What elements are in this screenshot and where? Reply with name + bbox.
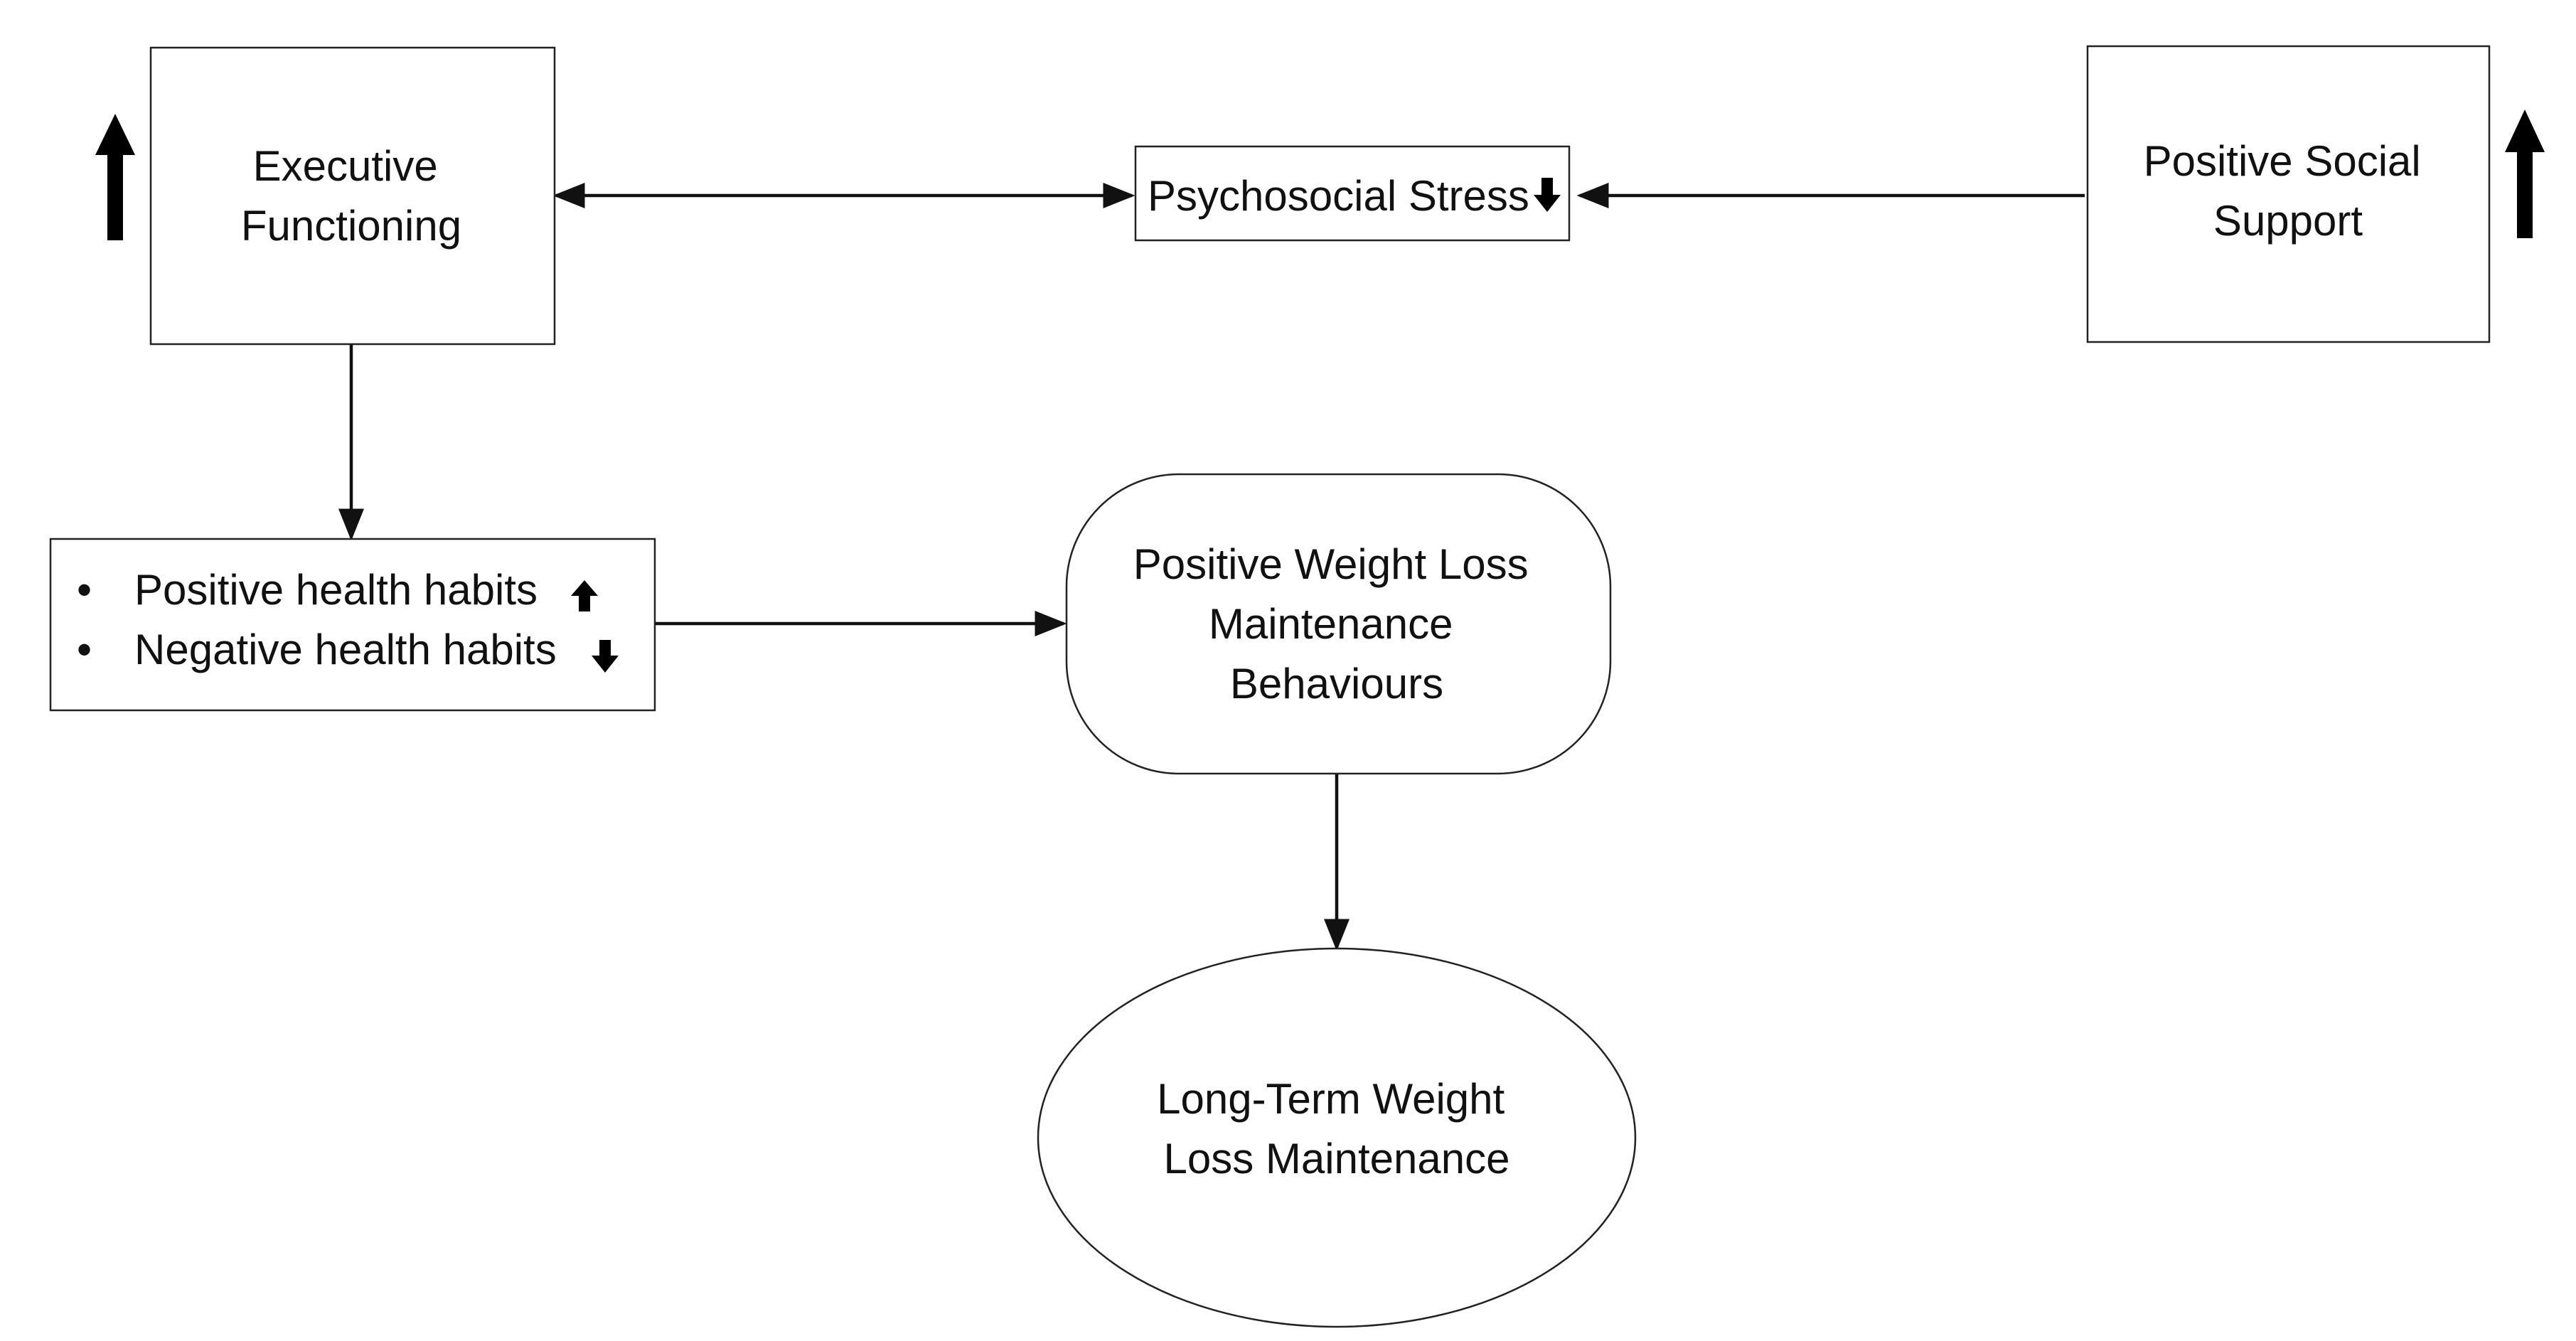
- svg-text:Positive Weight Loss Mai: Positive Weight Loss Maintenance Behavio…: [1133, 540, 1541, 707]
- increase-arrow-icon: [571, 580, 598, 611]
- psychosocial-stress-label: Psychosocial Stress: [1148, 172, 1529, 220]
- executive-functioning-line-1: Executive: [253, 142, 438, 190]
- increase-arrow-icon: [95, 114, 135, 240]
- node-long-term-wlm: Long-Term Weight Loss Maintenance: [1037, 947, 1637, 1328]
- positive-social-support-line-1: Positive Social: [2144, 137, 2421, 185]
- habit-bullet: •: [77, 566, 92, 614]
- node-positive-wlm-behaviours: Positive Weight Loss Maintenance Behavio…: [1065, 473, 1612, 775]
- svg-text:Positive Social Support: Positive Social Support: [2144, 137, 2433, 245]
- long-term-line-1: Long-Term Weight: [1157, 1075, 1505, 1123]
- node-psychosocial-stress: Psychosocial Stress: [1134, 145, 1571, 242]
- negative-health-habits-label: Negative health habits: [134, 626, 557, 673]
- decrease-arrow-icon: [1534, 178, 1561, 212]
- behaviours-line-3: Behaviours: [1230, 660, 1443, 707]
- positive-social-support-line-2: Support: [2213, 197, 2363, 245]
- behaviours-line-1: Positive Weight Loss: [1133, 540, 1529, 588]
- decrease-arrow-icon: [592, 640, 619, 673]
- increase-arrow-icon: [2505, 109, 2545, 238]
- executive-functioning-line-2: Functioning: [241, 202, 461, 250]
- behaviours-line-2: Maintenance: [1209, 600, 1453, 648]
- node-executive-functioning: Executive Functioning: [149, 46, 556, 346]
- long-term-line-2: Loss Maintenance: [1164, 1135, 1510, 1182]
- node-health-habits: • Positive health habits • Negative heal…: [49, 538, 656, 712]
- svg-text:Long-Term Weight Loss Ma: Long-Term Weight Loss Maintenance: [1157, 1075, 1517, 1182]
- svg-text:Executive Functioning: Executive Functioning: [241, 142, 461, 250]
- positive-health-habits-label: Positive health habits: [134, 566, 538, 614]
- habit-bullet: •: [77, 626, 92, 673]
- node-positive-social-support: Positive Social Support: [2086, 45, 2491, 343]
